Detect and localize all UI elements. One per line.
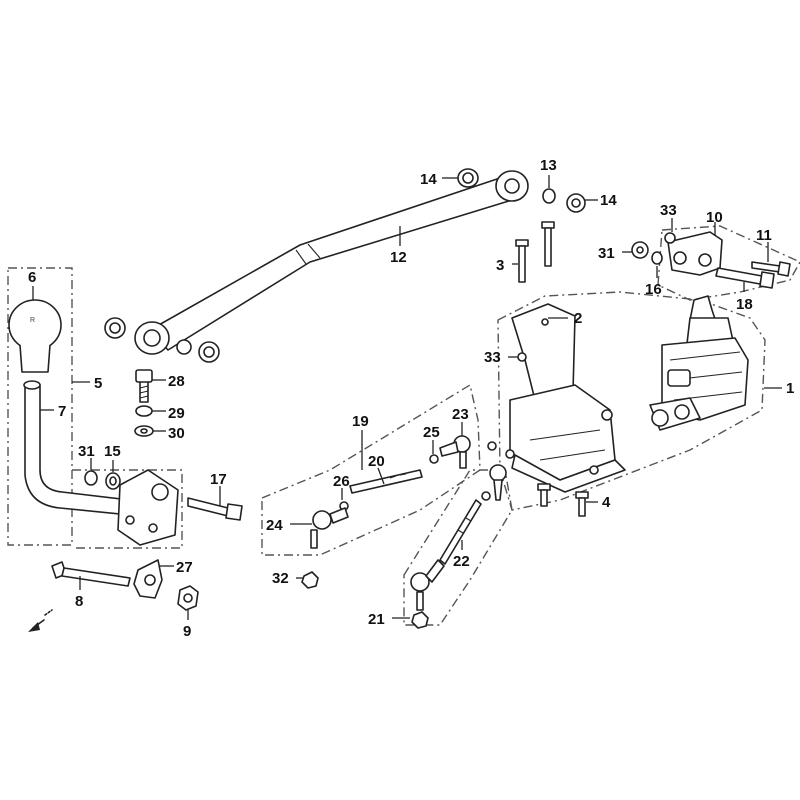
bolt-11 — [751, 261, 791, 277]
nut-9 — [177, 585, 199, 611]
washer-30 — [135, 405, 153, 417]
callout-13: 13 — [540, 157, 557, 174]
bolt-3b — [541, 221, 555, 267]
washer-16 — [651, 251, 663, 265]
callout-9: 9 — [183, 623, 191, 640]
callout-3: 3 — [496, 257, 504, 274]
shifter-assembly — [649, 295, 749, 431]
callout-14-right: 14 — [600, 192, 617, 209]
callout-30: 29 — [168, 405, 185, 422]
svg-text:R: R — [30, 317, 35, 324]
ball-joint-23 — [439, 435, 471, 469]
callout-8: 8 — [75, 593, 83, 610]
nut-21-bottom — [411, 611, 429, 629]
group-outline-1 — [497, 291, 766, 511]
callout-33-bracket: 33 — [484, 349, 501, 366]
nut-33-bracket — [517, 352, 527, 362]
lever-bracket — [117, 469, 179, 546]
callout-20: 20 — [368, 453, 385, 470]
group-outline-21 — [403, 469, 513, 626]
callout-25: 25 — [423, 424, 440, 441]
bolt-3 — [515, 239, 529, 283]
callout-31-right: 31 — [598, 245, 615, 262]
callout-29: 30 — [168, 425, 185, 442]
bolt-8 — [51, 561, 131, 587]
bolt-4 — [537, 483, 589, 517]
callout-12: 12 — [390, 249, 407, 266]
ball-joint-24 — [310, 507, 349, 549]
ball-joint-upper — [481, 464, 507, 501]
nut-31-left — [84, 470, 98, 486]
shift-knob: R — [8, 299, 62, 373]
bushing-13 — [542, 188, 556, 204]
callout-26: 26 — [333, 473, 350, 490]
rod-20 — [349, 469, 423, 494]
nut-31-right — [631, 241, 649, 259]
callouts-layer: 1 2 3 4 5 6 7 8 9 10 11 12 13 — [28, 157, 794, 640]
group-outline-19 — [261, 383, 481, 556]
bushing-15 — [105, 472, 121, 490]
small-bolts-bracket — [487, 441, 515, 459]
bolt-28 — [135, 369, 153, 403]
nut-25 — [429, 454, 439, 464]
nut-33-top — [664, 232, 676, 244]
shift-link-rod — [134, 170, 529, 355]
callout-22: 22 — [453, 553, 470, 570]
callout-1: 1 — [786, 380, 794, 397]
bolt-17 — [187, 497, 243, 521]
pivot-27 — [133, 559, 163, 599]
group-outline-5 — [7, 267, 73, 546]
callout-31-left: 31 — [78, 443, 95, 460]
washer-29 — [134, 425, 154, 437]
callout-15: 15 — [104, 443, 121, 460]
direction-arrow-icon — [28, 609, 53, 632]
callout-33-top: 33 — [660, 202, 677, 219]
callout-23: 23 — [452, 406, 469, 423]
callout-7: 7 — [58, 403, 66, 420]
callout-28: 28 — [168, 373, 185, 390]
bushing-14-upper — [457, 168, 479, 188]
nut-32 — [301, 571, 319, 589]
bushing-14-right — [566, 193, 586, 213]
callout-17: 17 — [210, 471, 227, 488]
callout-14-upper: 14 — [420, 171, 437, 188]
callout-11: 11 — [756, 227, 772, 244]
callout-2: 2 — [574, 310, 582, 327]
rod-22 — [439, 499, 482, 565]
bolt-18 — [715, 267, 775, 289]
callout-21: 21 — [368, 611, 385, 628]
callout-19: 19 — [352, 413, 369, 430]
callout-16: 16 — [645, 281, 662, 298]
cable-bracket-10 — [667, 231, 723, 276]
group-outline-5-bracket — [72, 469, 183, 549]
callout-24: 24 — [266, 517, 283, 534]
callout-27: 27 — [176, 559, 193, 576]
ball-joint-21 — [410, 559, 445, 611]
callout-6: 6 — [28, 269, 36, 286]
callout-32: 32 — [272, 570, 289, 587]
callout-5: 5 — [94, 375, 102, 392]
callout-10: 10 — [706, 209, 723, 226]
shifter-bracket — [509, 303, 626, 493]
callout-4: 4 — [602, 494, 611, 511]
callout-18: 18 — [736, 296, 753, 313]
bushings-left-end — [104, 317, 220, 363]
